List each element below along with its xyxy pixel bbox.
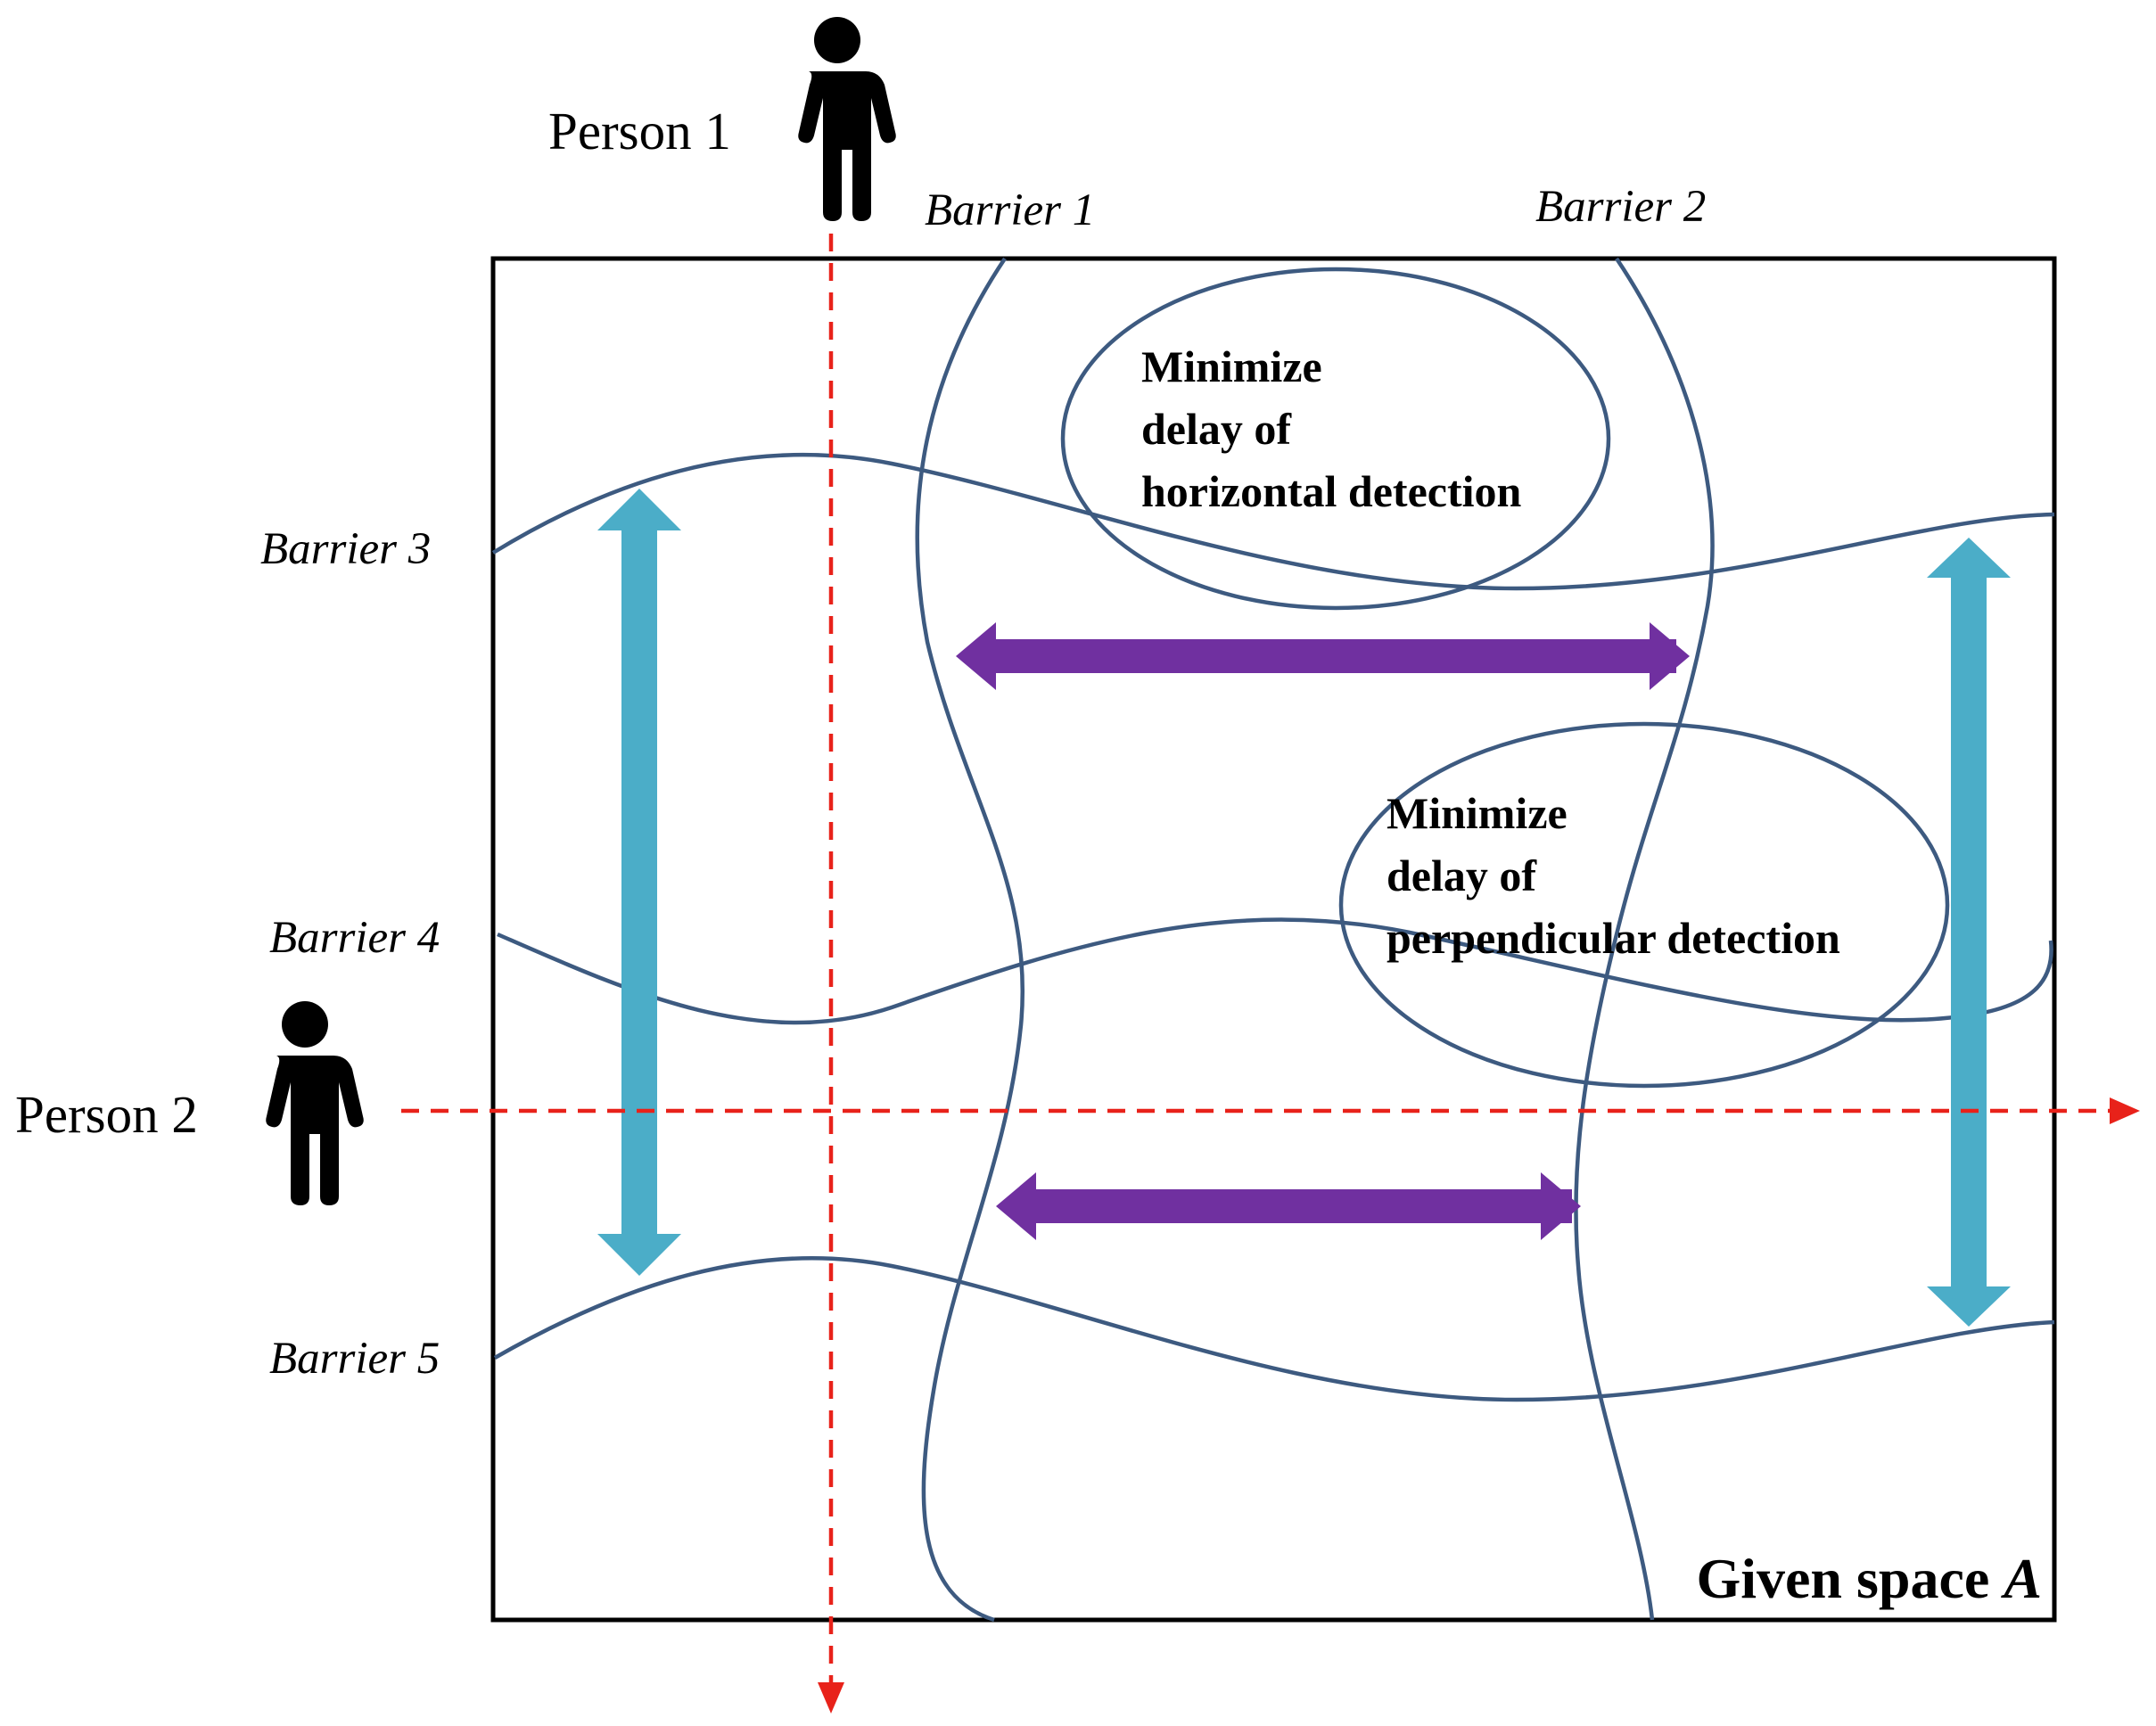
person-1-label: Person 1 xyxy=(548,102,731,160)
perpendicular-detection-ellipse xyxy=(1338,721,1950,1089)
barrier-5-label: Barrier 5 xyxy=(269,1334,440,1384)
given-space-label: Given space A xyxy=(1696,1547,2042,1610)
barrier-2-curve xyxy=(1574,257,1715,1621)
person-1-trajectory-arrowhead xyxy=(818,1682,844,1714)
barrier-1-curve xyxy=(915,257,1025,1623)
barrier-4-label: Barrier 4 xyxy=(269,913,440,963)
horizontal-goal-line-3: horizontal detection xyxy=(1141,466,1522,516)
horizontal-arrow-lower xyxy=(996,1172,1581,1240)
horizontal-goal-line-1: Minimize xyxy=(1141,341,1322,391)
given-space-symbol: A xyxy=(2000,1547,2042,1610)
perpendicular-goal-line-1: Minimize xyxy=(1387,788,1568,838)
barrier-5-curve xyxy=(493,1256,2055,1402)
perpendicular-goal-line-3: perpendicular detection xyxy=(1387,913,1840,963)
given-space-text: Given space xyxy=(1696,1547,2004,1610)
horizontal-arrow-upper xyxy=(956,622,1690,690)
barrier-3-label: Barrier 3 xyxy=(260,524,431,574)
given-space-boundary xyxy=(490,256,2057,1623)
barrier-2-label: Barrier 2 xyxy=(1535,182,1706,232)
barrier-1-label: Barrier 1 xyxy=(925,185,1095,235)
barrier-3-curve xyxy=(491,452,2055,591)
person-2-label: Person 2 xyxy=(15,1085,198,1144)
perpendicular-goal-line-2: delay of xyxy=(1387,851,1537,900)
vertical-arrow-right xyxy=(1927,538,2011,1327)
horizontal-detection-ellipse xyxy=(1060,267,1611,611)
person-2-icon xyxy=(266,1001,364,1205)
vertical-arrow-left xyxy=(597,489,681,1276)
person-1-icon xyxy=(798,17,896,221)
person-2-trajectory-arrowhead xyxy=(2110,1097,2140,1124)
horizontal-goal-line-2: delay of xyxy=(1141,404,1292,454)
